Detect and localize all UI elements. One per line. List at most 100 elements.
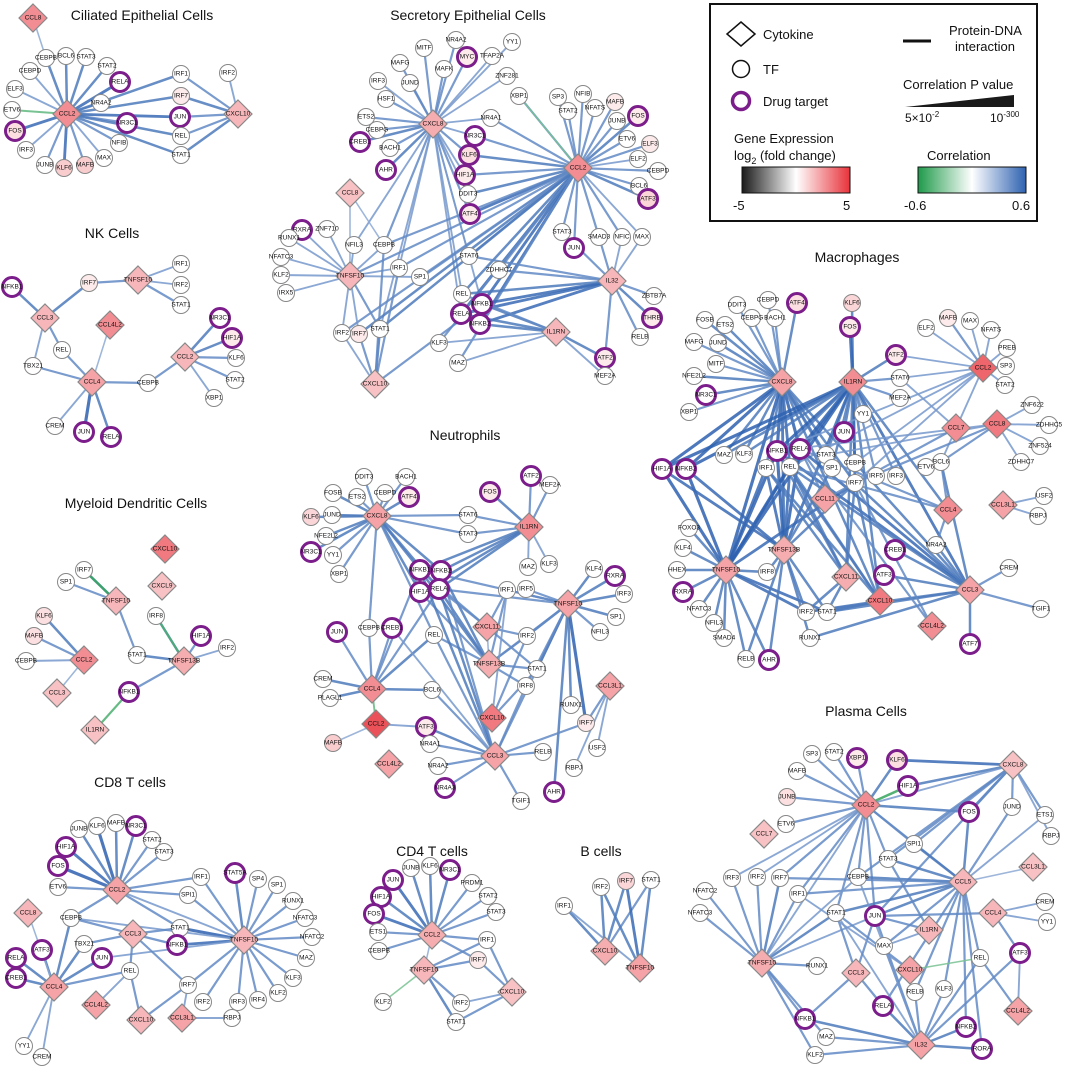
node-label: ATF2 xyxy=(888,352,904,359)
cytokine-diamond xyxy=(223,99,253,129)
edge xyxy=(799,448,933,627)
tf-circle xyxy=(735,445,753,463)
edge xyxy=(383,166,579,247)
node-label: NR4A3 xyxy=(435,785,456,792)
edge xyxy=(744,549,786,660)
node-label: JUN xyxy=(331,629,344,636)
drug-target-ring xyxy=(169,106,191,128)
edge xyxy=(883,573,971,592)
edge xyxy=(804,972,857,1020)
tf-node-cebpb: CEBPB xyxy=(60,909,82,927)
node-label: ATF3 xyxy=(640,196,656,203)
node-label: IRF7 xyxy=(848,480,862,487)
tf-node-cebpb: CEBPB xyxy=(847,868,869,886)
drug-target-ring xyxy=(479,481,501,503)
edge xyxy=(367,515,379,629)
tf-node-rela: RELA xyxy=(428,578,450,600)
node-label: RBPJ xyxy=(1043,833,1060,840)
tf-circle xyxy=(25,627,43,645)
edge xyxy=(494,721,587,758)
node-label: STAT3 xyxy=(816,452,836,459)
edge xyxy=(555,331,606,377)
tf-circle xyxy=(592,878,610,896)
tf-node-jun: JUN xyxy=(864,905,886,927)
node-label: JUNB xyxy=(71,826,88,833)
tf-node-klf6: KLF6 xyxy=(88,817,106,835)
edge xyxy=(493,685,528,757)
edge xyxy=(761,962,827,1038)
tf-node-relb: RELB xyxy=(906,983,924,1001)
tf-node-mitf: MITF xyxy=(707,355,725,373)
edge xyxy=(725,568,807,614)
cytokine-diamond xyxy=(77,367,107,397)
tf-circle xyxy=(1035,487,1053,505)
tf-node-nfe2l2: NFE2L2 xyxy=(314,527,338,545)
tf-node-nfkb1: NFKB1 xyxy=(409,559,431,581)
legend-tf-label: TF xyxy=(763,62,779,77)
tf-circle xyxy=(77,48,95,66)
tf-node-ddit3: DDIT3 xyxy=(728,296,747,314)
cytokine-node-ccl4l2: CCL4L2 xyxy=(81,990,111,1020)
tf-circle xyxy=(80,274,98,292)
tf-node-atf3: ATF3 xyxy=(31,939,53,961)
node-label: RELA xyxy=(112,79,130,86)
tf-node-crem: CREM xyxy=(313,670,333,688)
tf-circle xyxy=(503,33,521,51)
cytokine-node-ccl3: CCL3 xyxy=(955,575,985,605)
cytokine-diamond xyxy=(150,534,180,564)
tf-circle xyxy=(110,134,128,152)
node-label: STAT3 xyxy=(154,849,174,856)
node-label: NFATS xyxy=(585,105,606,112)
tf-node-stat1: STAT1 xyxy=(370,320,390,338)
node-label: CCL3 xyxy=(37,315,54,322)
edge xyxy=(962,814,1046,883)
tf-circle xyxy=(705,614,723,632)
node-label: CEBPB xyxy=(844,460,866,467)
edge xyxy=(809,588,971,640)
cytokine-node-cxcl10: CXCL10 xyxy=(590,936,620,966)
cytokine-node-ccl8: CCL8 xyxy=(13,898,43,928)
edge xyxy=(693,340,783,384)
legend-corr-min: -0.6 xyxy=(904,198,926,213)
tf-node-etv6: ETV6 xyxy=(3,101,21,119)
panel-title-neutrophils: Neutrophils xyxy=(430,427,501,443)
node-label: STAT2 xyxy=(225,377,245,384)
node-label: CCL2 xyxy=(76,657,93,664)
cytokine-diamond xyxy=(95,310,125,340)
node-label: KLF6 xyxy=(422,863,438,870)
node-label: FOSB xyxy=(324,490,342,497)
tf-circle xyxy=(423,681,441,699)
edge xyxy=(474,134,579,170)
cytokine-node-tnfsf10: TNFSF10 xyxy=(553,589,583,619)
node-label: CCL2 xyxy=(424,932,441,939)
tf-node-hif1a: HIF1A xyxy=(409,581,431,603)
drug-target-ring xyxy=(758,649,780,671)
drug-target-ring xyxy=(300,541,322,563)
edge xyxy=(432,75,508,125)
node-label: HIF1A xyxy=(899,783,918,790)
cytokine-node-ccl3l1: CCL3L1 xyxy=(167,1003,197,1033)
edge xyxy=(920,952,1021,1046)
panel-title-plasma-cells: Plasma Cells xyxy=(825,703,907,719)
tf-circle xyxy=(633,228,651,246)
node-label: TFAP2A xyxy=(480,53,505,60)
node-label: JUND xyxy=(1003,804,1021,811)
node-label: JUN xyxy=(96,955,109,962)
tf-node-hif1a: HIF1A xyxy=(897,775,919,797)
tf-node-klf2: KLF2 xyxy=(269,984,287,1002)
tf-node-nr3c1: NR3C1 xyxy=(116,112,138,134)
node-label: IRF7 xyxy=(77,567,91,574)
cytokine-node-ccl4: CCL4 xyxy=(933,495,963,525)
tf-node-cebpb: CEBPB xyxy=(358,619,380,637)
edge xyxy=(66,94,182,116)
node-label: JUN xyxy=(838,429,851,436)
tf-circle xyxy=(680,403,698,421)
tf-circle xyxy=(179,976,197,994)
node-label: NR4A1 xyxy=(420,741,441,748)
node-label: CEBPB xyxy=(847,874,869,881)
tf-circle xyxy=(1040,416,1058,434)
node-label: IRF2 xyxy=(196,999,210,1006)
tf-circle xyxy=(390,259,408,277)
edge xyxy=(433,634,496,757)
